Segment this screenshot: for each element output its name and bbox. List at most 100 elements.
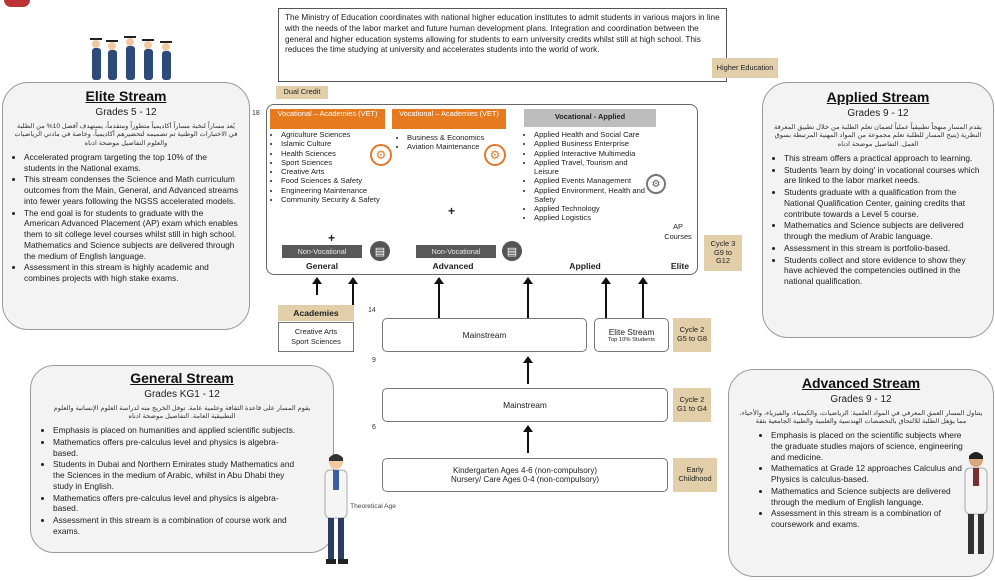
applied-list: Applied Health and Social Care Applied B… [525, 130, 653, 223]
elite-stream-card: Elite Stream Grades 5 - 12 يُعد مساراً ل… [2, 82, 250, 330]
vet-header-2: Vocational – Academies (VET) [392, 109, 506, 129]
general-bullets: Emphasis is placed on humanities and app… [41, 425, 323, 537]
applied-bullet: This stream offers a practical approach … [784, 153, 984, 164]
scientist-illustration [324, 454, 348, 564]
applied-item: Applied Events Management [534, 176, 653, 185]
vet1-item: Creative Arts [281, 167, 390, 176]
arrow-up [348, 277, 358, 318]
general-bullet: Students in Dubai and Northern Emirates … [53, 459, 301, 491]
kindergarten-box: Kindergarten Ages 4-6 (non-compulsory) N… [382, 458, 668, 492]
applied-item: Applied Technology [534, 204, 653, 213]
applied-stream-title: Applied Stream [826, 89, 930, 105]
mainstream-box-upper: Mainstream [382, 318, 587, 352]
advanced-stream-card: Advanced Stream Grades 9 - 12 يتناول الم… [728, 369, 994, 577]
applied-bullet: Students collect and store evidence to s… [784, 255, 984, 287]
vet1-item: Agriculture Sciences [281, 130, 390, 139]
stream-label-elite: Elite [670, 261, 690, 271]
applied-gear-icon: ⚙ [646, 174, 666, 194]
advanced-bullet: Assessment in this stream is a combinati… [771, 508, 975, 530]
book-icon: ▤ [370, 241, 390, 261]
early-childhood-label: Early Childhood [673, 458, 717, 492]
stream-label-advanced: Advanced [432, 261, 474, 271]
age-9: 9 [372, 357, 376, 364]
applied-arabic: يقدم المسار منهجاً تطبيقياً عملياً لضمان… [774, 123, 982, 149]
higher-education-label: Higher Education [712, 58, 778, 78]
general-stream-card: General Stream Grades KG1 - 12 يقوم المس… [30, 365, 334, 553]
applied-item: Applied Health and Social Care [534, 130, 653, 139]
applied-bullets: This stream offers a practical approach … [772, 153, 984, 287]
arrow-up [638, 277, 648, 318]
elite-arabic: يُعد مساراً لنخبة مساراً أكاديمياً متطور… [14, 122, 238, 148]
advanced-stream-title: Advanced Stream [801, 375, 921, 391]
applied-item: Applied Business Enterprise [534, 139, 653, 148]
general-arabic: يقوم المسار على قاعدة الثقافة وعلمية عام… [53, 404, 311, 421]
arrow-up [523, 277, 533, 318]
vet-header-1: Vocational – Academies (VET) [270, 109, 385, 129]
vet1-item: Community Security & Safety [281, 195, 390, 204]
vet-list-1: Agriculture Sciences Islamic Culture Hea… [272, 130, 390, 204]
vet2-item: Business & Economics [407, 133, 488, 142]
general-bullet: Mathematics offers pre-calculus level an… [53, 493, 301, 515]
general-bullet: Emphasis is placed on humanities and app… [53, 425, 301, 436]
applied-header: Vocational - Applied [524, 109, 656, 127]
general-bullet: Assessment in this stream is a combinati… [53, 515, 301, 537]
applied-grades: Grades 9 - 12 [847, 107, 909, 119]
elite-box-sub: Top 10% Students [607, 337, 656, 343]
cycle2a-label: Cycle 2 G5 to G8 [673, 318, 711, 352]
elite-bullets: Accelerated program targeting the top 10… [12, 152, 240, 284]
gear-people-icon: ⚙ [484, 144, 506, 166]
ministry-text-box: The Ministry of Education coordinates wi… [278, 8, 727, 82]
gear-people-icon: ⚙ [370, 144, 392, 166]
scientist-illustration [964, 452, 988, 554]
cycle2b-label: Cycle 2 G1 to G4 [673, 388, 711, 422]
arrow-up [523, 356, 533, 384]
arrow-up [434, 277, 444, 318]
vet1-item: Islamic Culture [281, 139, 390, 148]
academies-title: Academies [278, 305, 354, 321]
elite-bullet: Accelerated program targeting the top 10… [24, 152, 240, 174]
stream-label-applied: Applied [569, 261, 601, 271]
non-vocational-label: Non-Vocational [416, 245, 496, 258]
stream-label-general: General [305, 261, 338, 271]
arrow-up [312, 277, 322, 295]
vet1-item: Engineering Maintenance [281, 186, 390, 195]
kg-line2: Nursery/ Care Ages 0-4 (non-compulsory) [450, 475, 600, 484]
elite-stream-box: Elite Stream Top 10% Students [594, 318, 669, 352]
applied-stream-card: Applied Stream Grades 9 - 12 يقدم المسار… [762, 82, 994, 338]
age-6: 6 [372, 424, 376, 431]
mainstream-box-lower: Mainstream [382, 388, 668, 422]
arrow-up [601, 277, 611, 318]
non-vocational-label: Non-Vocational [282, 245, 362, 258]
age-14: 14 [368, 307, 376, 314]
vet2-item: Aviation Maintenance [407, 142, 488, 151]
applied-item: Applied Travel, Tourism and Leisure [534, 158, 653, 177]
elite-bullet: The end goal is for students to graduate… [24, 208, 240, 262]
advanced-bullets: Emphasis is placed on the scientific sub… [739, 430, 983, 530]
general-grades: Grades KG1 - 12 [144, 388, 220, 400]
applied-bullet: Mathematics and Science subjects are del… [784, 220, 984, 242]
vet1-item: Sport Sciences [281, 158, 390, 167]
applied-item: Applied Interactive Multimedia [534, 149, 653, 158]
general-bullet: Mathematics offers pre-calculus level an… [53, 437, 301, 459]
applied-bullet: Assessment in this stream is portfolio-b… [784, 243, 984, 254]
arrow-up [523, 425, 533, 453]
graduates-illustration [90, 36, 172, 80]
applied-bullet: Students graduate with a qualification f… [784, 187, 984, 219]
logo [4, 0, 30, 7]
kg-line1: Kindergarten Ages 4-6 (non-compulsory) [452, 466, 598, 475]
dual-credit-label: Dual Credit [276, 86, 328, 99]
elite-bullet: This stream condenses the Science and Ma… [24, 174, 240, 206]
elite-bullet: Assessment in this stream is highly acad… [24, 262, 240, 284]
academies-items: Creative Arts Sport Sciences [278, 322, 354, 352]
elite-stream-title: Elite Stream [85, 88, 167, 104]
theoretical-age-label: Theoretical Age [350, 503, 396, 510]
plus-sign: + [448, 204, 456, 218]
advanced-bullet: Emphasis is placed on the scientific sub… [771, 430, 975, 462]
applied-bullet: Students 'learn by doing' in vocational … [784, 165, 984, 187]
advanced-arabic: يتناول المسار العمق المعرفي في المواد ال… [739, 409, 983, 426]
vet1-item: Health Sciences [281, 149, 390, 158]
applied-item: Applied Environment, Health and Safety [534, 186, 653, 205]
book-icon: ▤ [502, 241, 522, 261]
ap-courses-label: AP Courses [664, 222, 692, 241]
advanced-grades: Grades 9 - 12 [830, 393, 892, 405]
